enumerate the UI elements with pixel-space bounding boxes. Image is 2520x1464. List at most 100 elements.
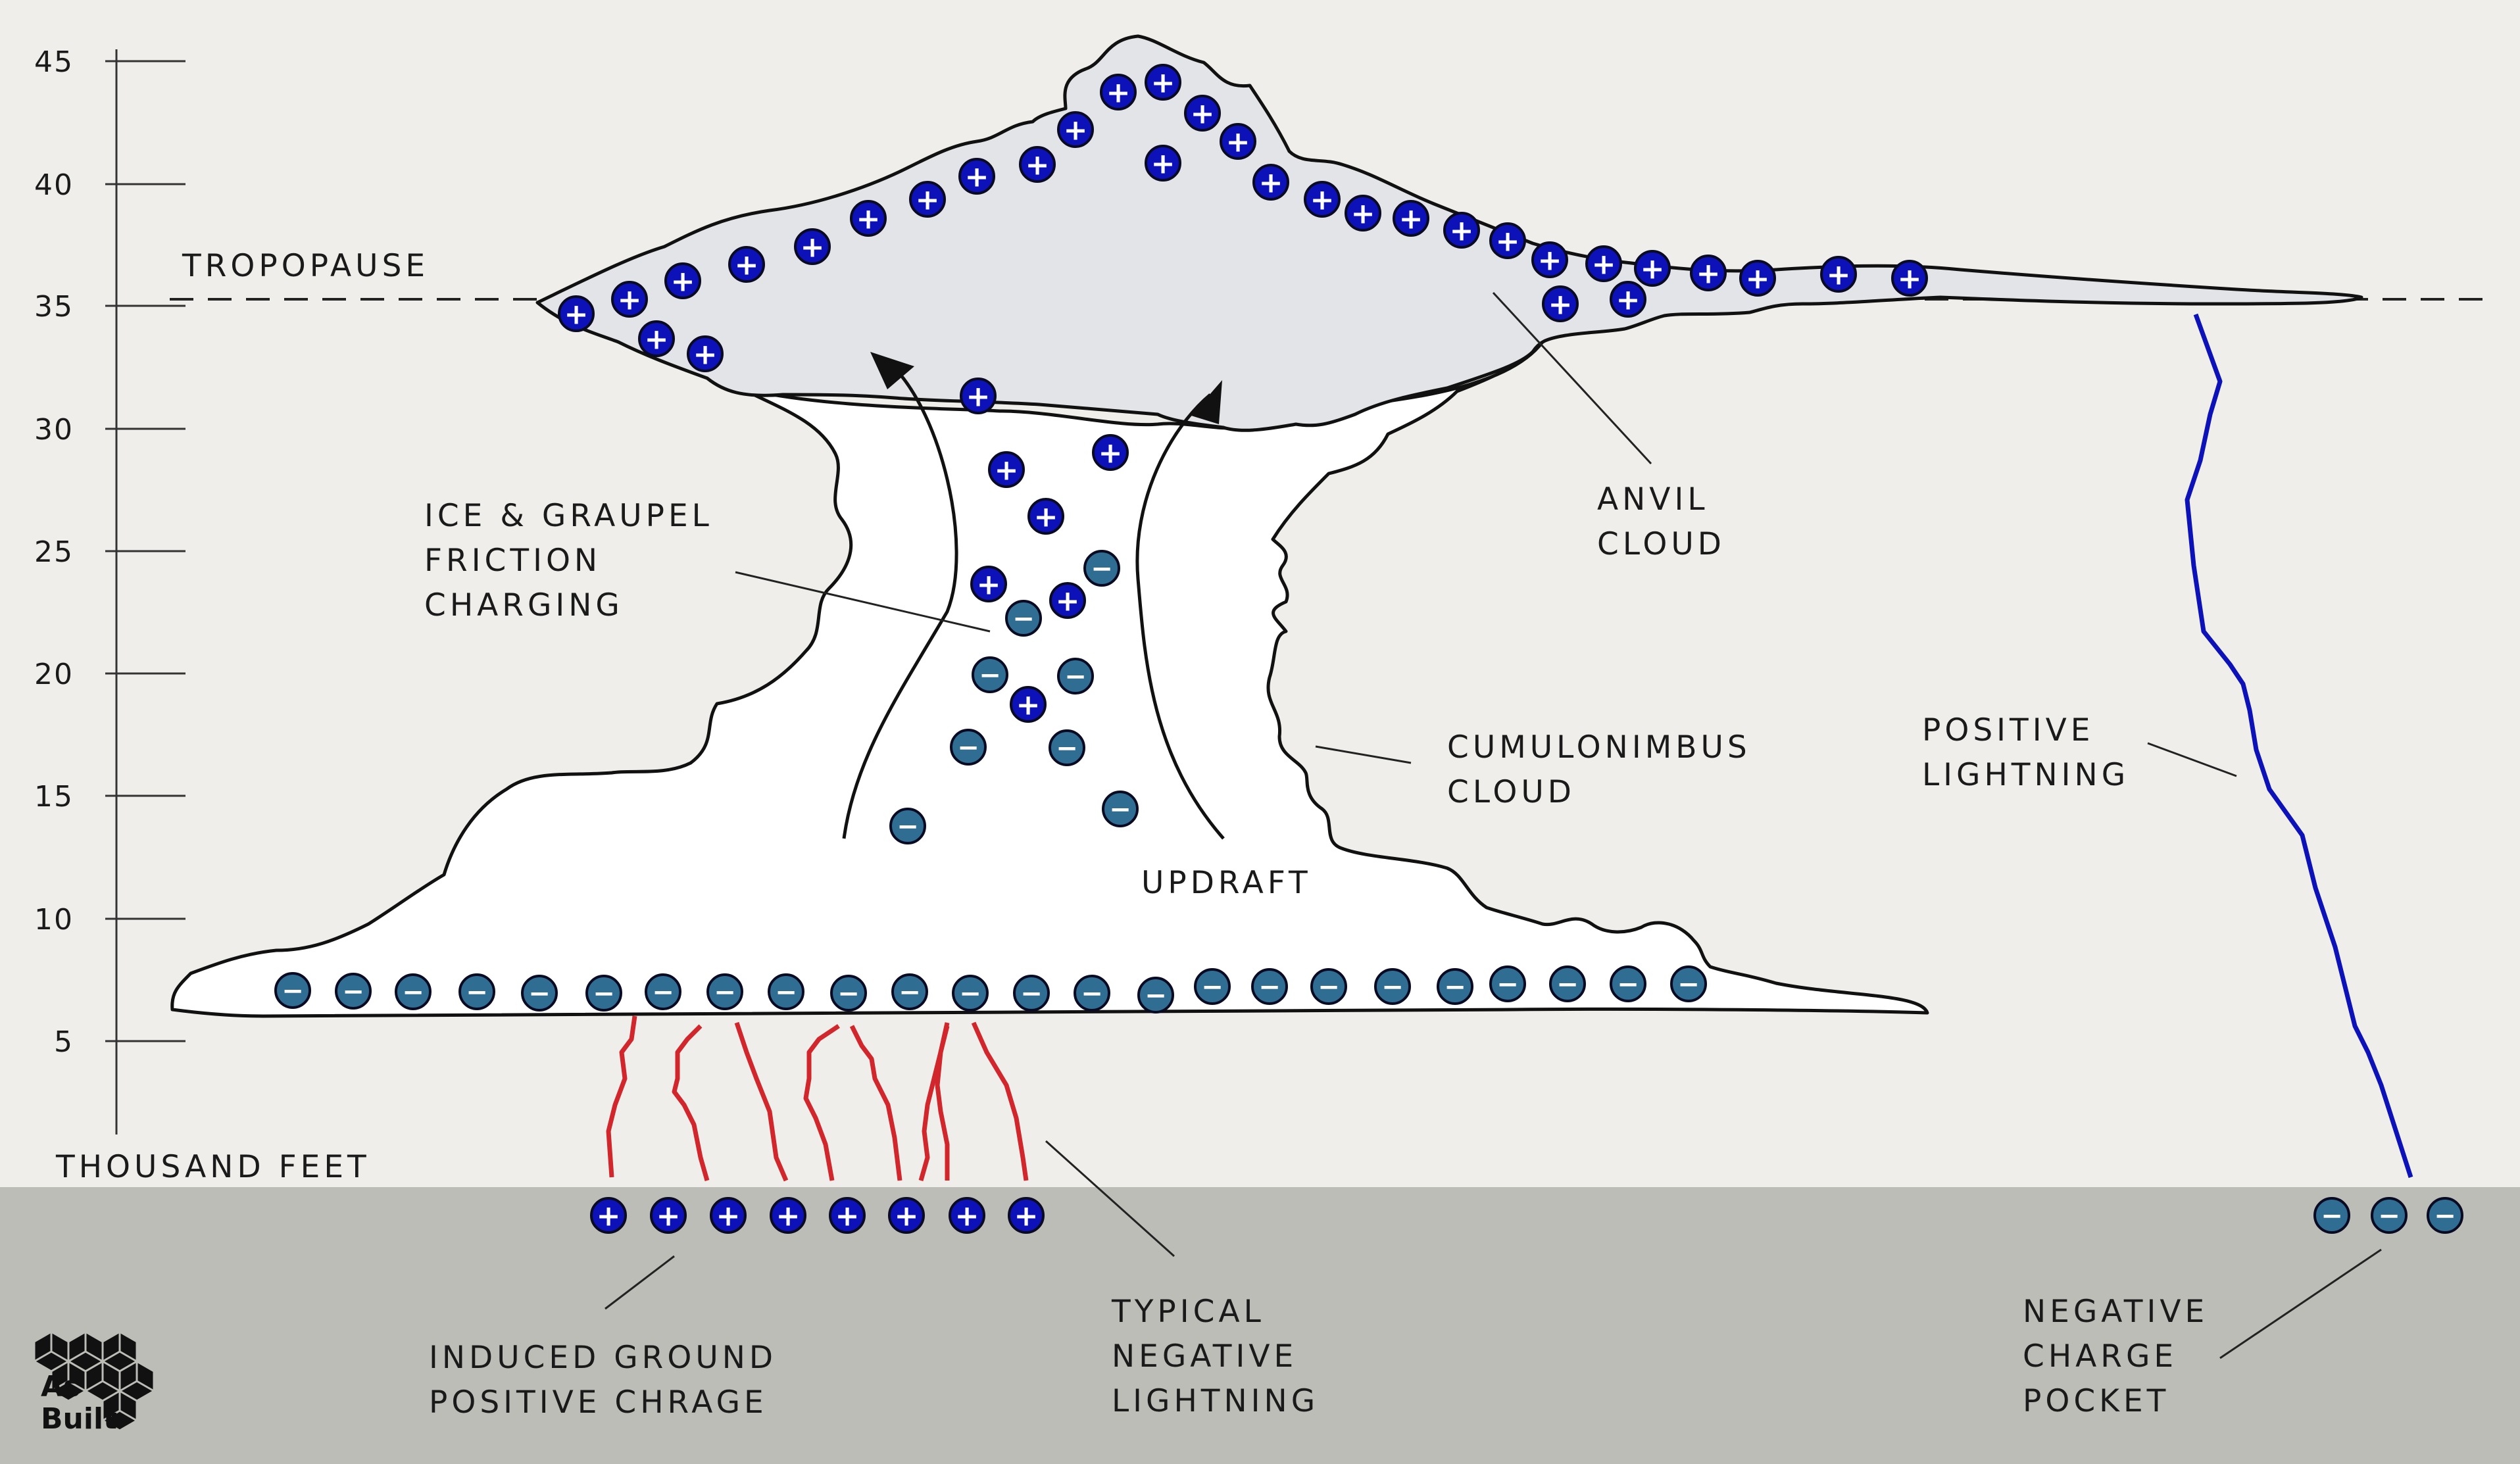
negative-charge-circle [972,656,1008,693]
negative-charge-symbol: − [466,977,488,1008]
negative-charge-circle [1005,600,1042,637]
negative-charge-symbol: − [342,977,364,1007]
negative-charge: − [1005,600,1042,637]
negative-charge: − [1610,965,1646,1002]
negative-charge-symbol: − [2378,1201,2400,1231]
negative-charge-symbol: − [1081,979,1103,1009]
negative-charge: − [1013,975,1050,1012]
positive-charge: + [850,200,887,237]
negative-charge-circle [1137,977,1174,1013]
ground-positive-charge: + [770,1197,806,1234]
negative-charge-symbol: − [899,977,921,1008]
negative-charge-symbol: − [1677,969,1700,1000]
negative-lightning-bolt [672,1024,710,1181]
positive-charge-symbol: + [1106,76,1131,110]
positive-charge: + [728,246,765,283]
positive-charge-circle [1531,241,1568,278]
positive-charge-circle [1220,123,1256,160]
positive-charge: + [970,566,1007,602]
negative-charge: − [972,656,1008,693]
positive-charge-circle [558,295,595,332]
negative-charge-circle [706,973,743,1010]
positive-charge: + [1145,64,1181,101]
negative-charge-symbol: − [1056,733,1078,764]
negative-charge: − [585,975,622,1012]
positive-charge-symbol: + [1016,689,1041,722]
negative-charge: − [274,972,311,1009]
logo-facet-line [119,1350,137,1363]
positive-charge-symbol: + [618,283,642,317]
negative-charge-symbol: − [957,733,979,763]
ground-positive-charge: + [710,1197,747,1234]
positive-charge-circle [960,378,997,414]
positive-charge-symbol: + [995,454,1019,487]
positive-charge-circle [1145,145,1181,182]
negative-charge-circle [1437,968,1473,1005]
positive-charge-symbol: + [1538,244,1562,278]
negative-charge: − [1489,965,1526,1002]
negative-charge: − [2313,1197,2350,1234]
axis-tick-label: 30 [34,413,74,447]
tropopause-label: TROPOPAUSE [182,248,429,284]
positive-charge-circle [1542,285,1579,322]
positive-charge: + [960,378,997,414]
negative-lightning-bolts [606,1015,1029,1182]
negative-charge: − [521,975,558,1012]
negative-charge-symbol: − [593,979,615,1009]
positive-charge: + [1220,123,1256,160]
axis-tick-label: 25 [34,535,74,569]
positive-charge-symbol: + [916,183,940,217]
positive-charge: + [611,281,648,318]
negative-charge-circle [950,729,987,766]
axis-tick-label: 20 [34,658,74,691]
negative-charge-circle [1074,975,1110,1012]
negative-lightning-bolt [935,1025,950,1181]
positive-charge-circle [1393,200,1429,237]
negative-charge-symbol: − [1109,794,1131,825]
ground-positive-charge-circle [829,1197,866,1234]
positive-charge-circle [1019,146,1056,183]
positive-charge-symbol: + [1064,114,1088,147]
negative-charge: − [768,973,804,1010]
negative-charge-symbol: − [1201,972,1223,1002]
positive-charge: + [1443,212,1480,249]
negative-charge-circle [1549,965,1586,1002]
positive-charge: + [1542,285,1579,322]
axis-tick-label: 40 [34,168,74,202]
negative-charge: − [1437,968,1473,1005]
positive-lightning-label-line2: LIGHTNING [1922,757,2129,793]
positive-charge-symbol: + [1056,585,1080,618]
positive-charge-circle [1891,260,1928,297]
typical-negative-label-line1: TYPICAL [1111,1294,1265,1330]
ground-positive-charge: + [949,1197,985,1234]
positive-charge: + [1027,498,1064,535]
negative-charge-symbol: − [1556,969,1579,1000]
negative-charge-circle [1374,968,1411,1005]
positive-charge: + [1057,111,1094,148]
positive-charge-circle [1739,260,1776,297]
ground-positive-charge-circle [949,1197,985,1234]
positive-charge: + [1820,256,1857,293]
positive-charge: + [1019,146,1056,183]
negative-charge-circle [2427,1197,2463,1234]
negative-charge: − [1057,658,1094,695]
positive-charge: + [1393,200,1429,237]
positive-charge-circle [1489,222,1526,259]
updraft-arrow-right [1135,393,1225,840]
positive-charge-symbol: + [1898,262,1922,296]
typical-negative-label-line3: LIGHTNING [1112,1383,1319,1419]
positive-lightning-label-line1: POSITIVE [1922,712,2094,748]
negative-charge-symbol: − [1091,554,1113,584]
positive-charge-circle [728,246,765,283]
ground-positive-charge-symbol: + [835,1200,860,1233]
positive-charge-symbol: + [564,298,589,331]
ground-positive-charge-symbol: + [1014,1200,1039,1233]
positive-charge: + [1585,245,1622,282]
positive-charge-symbol: + [1450,214,1474,248]
positive-charge: + [1531,241,1568,278]
negative-charge: − [1074,975,1110,1012]
ground-positive-charge-symbol: + [776,1200,801,1233]
negative-charge-circle [1102,791,1139,827]
logo-text-line2: Built [41,1402,117,1436]
